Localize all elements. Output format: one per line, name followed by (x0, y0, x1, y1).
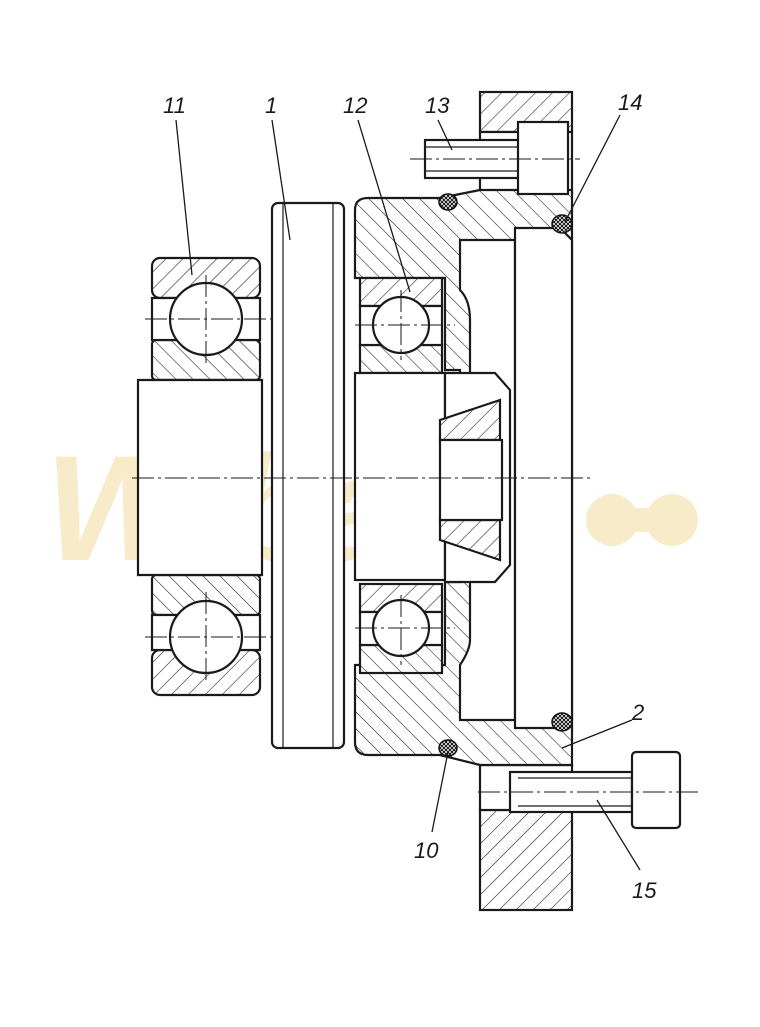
seal-14-bottom (551, 712, 573, 732)
shaft-body (353, 371, 447, 582)
seal-10 (438, 739, 458, 757)
label-13: 13 (425, 93, 450, 118)
nut-body (438, 438, 504, 522)
seal-14 (551, 214, 573, 234)
part-labels: 11 1 12 13 14 2 10 15 (163, 90, 657, 903)
label-15: 15 (632, 878, 657, 903)
label-10: 10 (414, 838, 439, 863)
bearing-left (136, 256, 264, 697)
label-1: 1 (265, 93, 277, 118)
label-2: 2 (631, 700, 644, 725)
wheel-body (270, 201, 346, 750)
bolt-bottom-head (630, 750, 682, 830)
bolt-top-head (516, 120, 570, 196)
shaft (353, 371, 512, 584)
label-12: 12 (343, 93, 367, 118)
leader-lines (175, 114, 641, 871)
seal-10-top (438, 193, 458, 211)
wheel (270, 201, 346, 750)
watermark-logo-icon (586, 494, 698, 546)
center-lines (132, 158, 700, 793)
label-14: 14 (618, 90, 642, 115)
label-11: 11 (163, 93, 186, 118)
plate-bottom-section (478, 808, 574, 912)
bolt-top-shank (423, 138, 522, 180)
